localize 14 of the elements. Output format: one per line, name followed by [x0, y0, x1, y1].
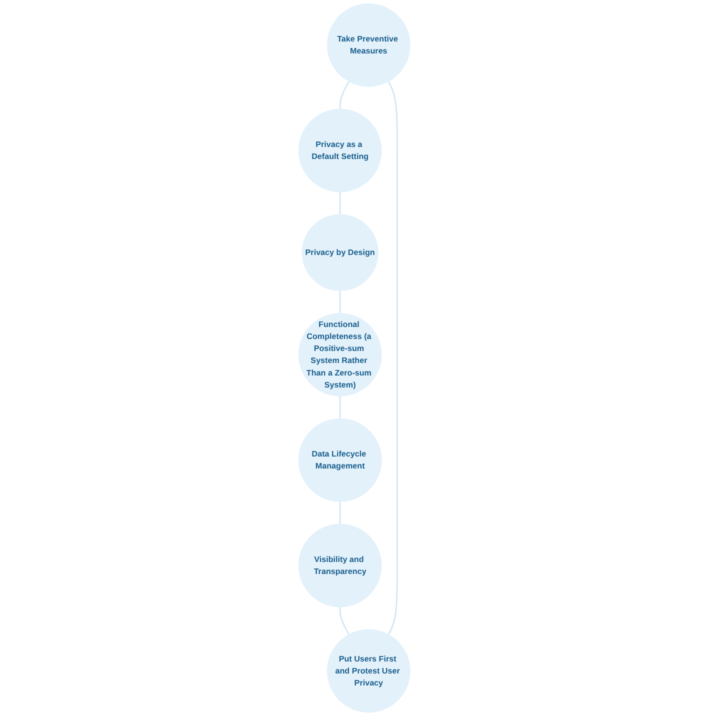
node-circle: Take Preventive Measures	[327, 3, 411, 87]
node-circle: Visibility and Transparency	[298, 524, 382, 608]
node-circle: Privacy by Design	[302, 214, 379, 291]
connector	[340, 290, 341, 314]
connector	[340, 502, 341, 524]
connector	[340, 607, 350, 635]
connector	[388, 81, 398, 635]
connector	[340, 81, 350, 109]
node-circle: Functional Completeness (a Positive-sum System Rather Than a Zero-sum System)	[298, 312, 382, 396]
node-circle: Put Users First and Protest User Privacy	[327, 629, 411, 713]
node-circle: Data Lifecycle Management	[298, 418, 382, 502]
connector	[340, 192, 341, 214]
connector	[340, 396, 341, 419]
node-circle: Privacy as a Default Setting	[298, 108, 382, 192]
